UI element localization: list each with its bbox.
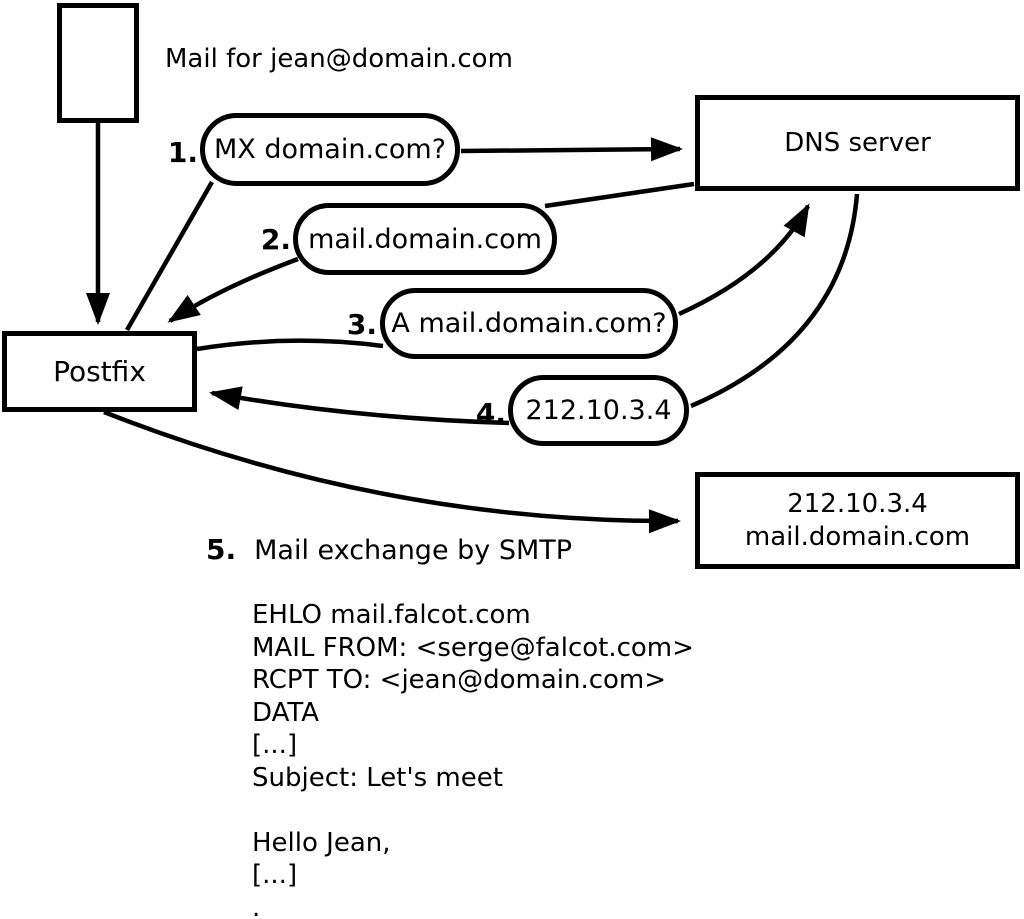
mail-for-label: Mail for jean@domain.com [165,44,513,74]
smtp-line: EHLO mail.falcot.com [252,600,531,630]
smtp-line: Subject: Let's meet [252,762,503,793]
mail-server-ip: 212.10.3.4 [787,488,928,519]
smtp-line: . [252,892,261,919]
step5-caption: 5. Mail exchange by SMTP [206,533,572,566]
step1-bubble: MX domain.com? [200,113,460,186]
smtp-session: EHLO mail.falcot.com MAIL FROM: <serge@f… [252,599,694,919]
mx-query-tail-line [125,180,214,332]
step4-label: 212.10.3.4 [525,395,672,426]
step1-number: 1. [167,136,198,169]
reply4-to-postfix-arrow [209,386,510,426]
mail-server-hostname: mail.domain.com [744,521,971,552]
step4-bubble: 212.10.3.4 [508,375,689,446]
step5-number: 5. [206,533,237,566]
smtp-line: MAIL FROM: <serge@falcot.com> [252,632,694,663]
mail-server-box: 212.10.3.4 mail.domain.com [695,472,1020,569]
mx-query-to-dns-arrow [460,137,683,162]
smtp-exchange-arrow [103,409,681,534]
dns-to-reply4-line [690,193,860,409]
step3-bubble: A mail.domain.com? [380,288,678,359]
step5-label: Mail exchange by SMTP [254,535,573,566]
dns-server-label: DNS server [784,128,931,158]
smtp-line-blank [252,794,694,827]
reply2-to-postfix-arrow [167,256,299,323]
step3-number: 3. [346,308,377,341]
step2-label: mail.domain.com [308,223,542,255]
mail-envelope-icon [57,3,139,123]
step3-label: A mail.domain.com? [391,308,667,339]
dns-server-box: DNS server [695,95,1020,191]
dns-to-reply2-line [544,181,695,209]
step1-label: MX domain.com? [213,134,447,165]
smtp-line: Hello Jean, [252,827,391,858]
smtp-line: [...] [252,730,298,760]
query3-to-dns-arrow [678,203,810,317]
step2-bubble: mail.domain.com [293,203,557,275]
postfix-box: Postfix [2,331,197,412]
postfix-label: Postfix [53,355,146,388]
smtp-line: [...] [252,860,298,890]
postfix-to-query3-line [196,338,384,352]
step2-number: 2. [260,223,291,256]
step4-number: 4. [475,397,506,430]
smtp-line: DATA [252,697,319,728]
smtp-line: RCPT TO: <jean@domain.com> [252,665,667,695]
